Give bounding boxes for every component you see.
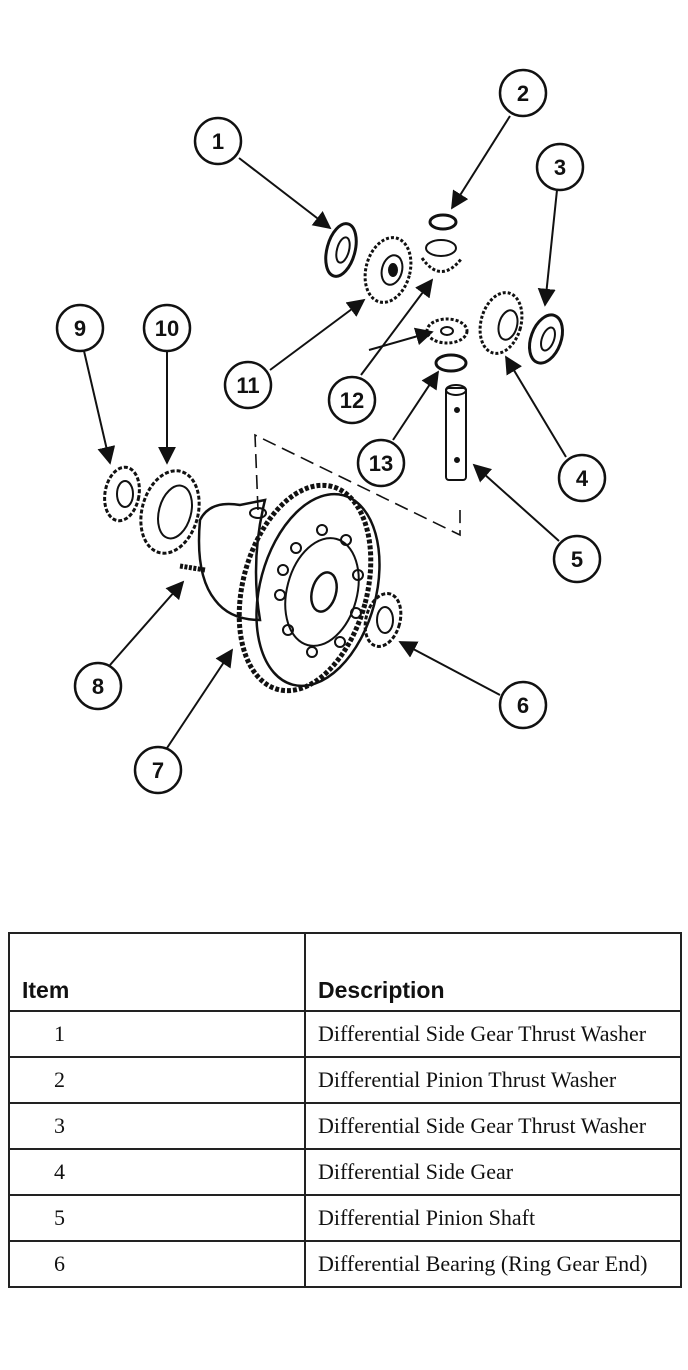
item-description: Differential Pinion Shaft — [304, 1194, 682, 1242]
svg-text:3: 3 — [554, 155, 566, 180]
differential-parts-drawing — [103, 213, 564, 694]
table-row: 2 Differential Pinion Thrust Washer — [8, 1056, 682, 1104]
differential-bearing-part-9 — [103, 465, 141, 523]
callout-8: 8 — [73, 661, 123, 711]
item-number: 2 — [8, 1056, 306, 1104]
svg-text:13: 13 — [369, 451, 393, 476]
bearing-part-10 — [139, 469, 201, 555]
item-description: Differential Bearing (Ring Gear End) — [304, 1240, 682, 1288]
svg-text:8: 8 — [92, 674, 104, 699]
callout-4: 4 — [557, 453, 607, 503]
exploded-differential-diagram: 1 2 3 4 5 6 7 8 9 10 11 12 13 — [55, 68, 607, 795]
svg-text:11: 11 — [236, 373, 259, 398]
item-description: Differential Side Gear — [304, 1148, 682, 1196]
callout-2: 2 — [498, 68, 548, 118]
item-description: Differential Pinion Thrust Washer — [304, 1056, 682, 1104]
callout-9: 9 — [55, 303, 105, 353]
callout-10: 10 — [142, 303, 192, 353]
item-number: 4 — [8, 1148, 306, 1196]
callout-6: 6 — [498, 680, 548, 730]
leader-arrows — [83, 115, 567, 749]
callout-3: 3 — [535, 142, 585, 192]
side-gear-thrust-washer-part-1 — [324, 222, 358, 278]
callout-5: 5 — [552, 534, 602, 584]
side-gear-part-4 — [478, 291, 524, 355]
item-number: 6 — [8, 1240, 306, 1288]
svg-text:7: 7 — [152, 758, 164, 783]
callout-1: 1 — [193, 116, 243, 166]
table-row: 4 Differential Side Gear — [8, 1148, 682, 1196]
pinion-thrust-washer-part-2 — [428, 213, 458, 231]
svg-text:4: 4 — [576, 466, 589, 491]
column-header-item: Item — [8, 932, 306, 1012]
table-row: 6 Differential Bearing (Ring Gear End) — [8, 1240, 682, 1288]
pinion-thrust-washer-part-13 — [434, 353, 468, 373]
callout-7: 7 — [133, 745, 183, 795]
svg-text:10: 10 — [155, 316, 179, 341]
svg-text:5: 5 — [571, 547, 583, 572]
differential-bearing-part-6 — [363, 592, 403, 648]
svg-text:2: 2 — [517, 81, 529, 106]
item-description: Differential Side Gear Thrust Washer — [304, 1102, 682, 1150]
side-gear-thrust-washer-part-3 — [528, 313, 564, 365]
svg-text:6: 6 — [517, 693, 529, 718]
pinion-gear-part-12-upper — [420, 239, 464, 273]
svg-text:12: 12 — [340, 388, 364, 413]
table-header-row: Item Description — [8, 932, 682, 1012]
pinion-shaft-part-5 — [445, 384, 467, 481]
svg-text:1: 1 — [212, 129, 224, 154]
table-row: 1 Differential Side Gear Thrust Washer — [8, 1010, 682, 1058]
item-description: Differential Side Gear Thrust Washer — [304, 1010, 682, 1058]
item-number: 5 — [8, 1194, 306, 1242]
differential-case — [197, 498, 267, 622]
pinion-gear-part-12-lower — [425, 317, 469, 345]
ring-gear-part-7 — [236, 482, 381, 694]
side-gear-part-11 — [363, 236, 413, 304]
table-row: 5 Differential Pinion Shaft — [8, 1194, 682, 1242]
svg-text:9: 9 — [74, 316, 86, 341]
item-number: 1 — [8, 1010, 306, 1058]
callout-11: 11 — [223, 360, 273, 410]
callout-13: 13 — [356, 438, 406, 488]
item-number: 3 — [8, 1102, 306, 1150]
callout-12: 12 — [327, 375, 377, 425]
table-row: 3 Differential Side Gear Thrust Washer — [8, 1102, 682, 1150]
parts-table: Item Description 1 Differential Side Gea… — [8, 932, 682, 1288]
column-header-description: Description — [304, 932, 682, 1012]
